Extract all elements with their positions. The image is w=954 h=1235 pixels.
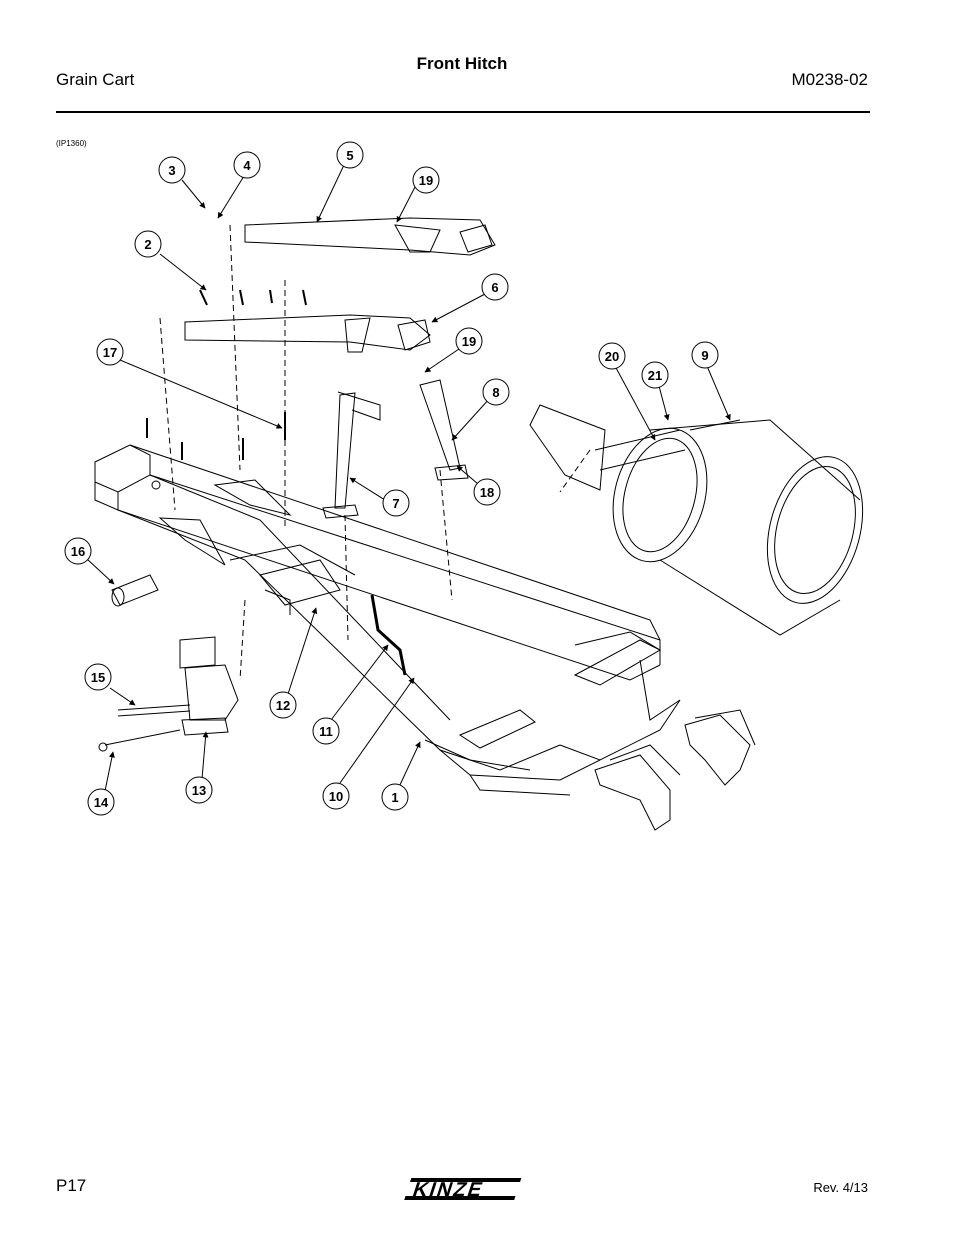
svg-text:KINZE: KINZE — [410, 1178, 487, 1200]
header-rule — [56, 111, 870, 113]
page-title: Front Hitch — [416, 54, 508, 73]
callout-6: 6 — [491, 280, 498, 295]
callout-18: 18 — [480, 485, 494, 500]
callout-19-mid: 19 — [462, 334, 476, 349]
figure-reference: (IP1360) — [56, 139, 87, 148]
callout-15: 15 — [91, 670, 105, 685]
callout-20: 20 — [605, 349, 619, 364]
callout-2: 2 — [144, 237, 151, 252]
callout-3: 3 — [168, 163, 175, 178]
callout-9: 9 — [701, 348, 708, 363]
callout-12: 12 — [276, 698, 290, 713]
page-number: P17 — [56, 1176, 87, 1195]
callout-7: 7 — [392, 496, 399, 511]
callout-13: 13 — [192, 783, 206, 798]
callout-11: 11 — [319, 724, 333, 739]
callout-1: 1 — [391, 790, 398, 805]
callout-10: 10 — [329, 789, 343, 804]
kinze-logo: KINZE — [404, 1176, 522, 1207]
callout-21: 21 — [648, 368, 662, 383]
main-frame-drawing — [94, 444, 756, 831]
callout-4: 4 — [243, 158, 251, 173]
callout-5: 5 — [346, 148, 353, 163]
revision-date: Rev. 4/13 — [813, 1180, 868, 1195]
header-product: Grain Cart — [56, 70, 135, 89]
callout-16: 16 — [71, 544, 85, 559]
callout-17: 17 — [103, 345, 117, 360]
callout-8: 8 — [492, 385, 499, 400]
callout-19-top: 19 — [419, 173, 433, 188]
callout-14: 14 — [94, 795, 109, 810]
header-manual-number: M0238-02 — [791, 70, 868, 89]
